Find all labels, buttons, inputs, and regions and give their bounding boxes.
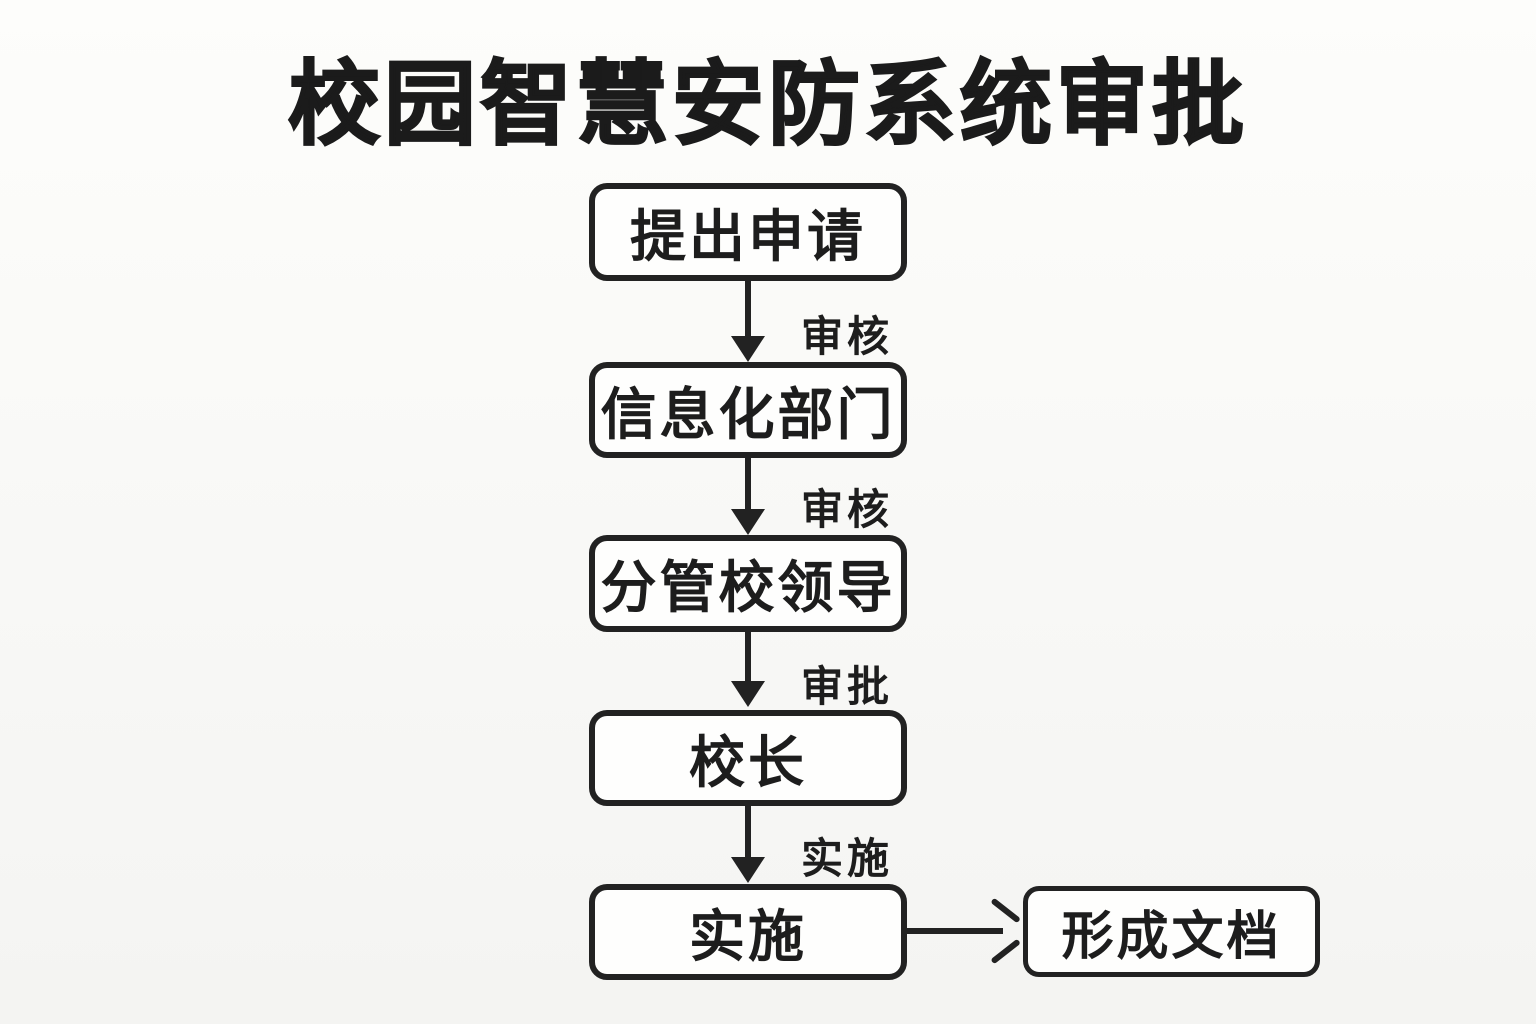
flow-node-document: 形成文档: [1023, 886, 1320, 977]
arrow-head-down-1: [731, 336, 765, 362]
flow-node-label: 校长: [689, 730, 807, 794]
edge-label-approve: 审批: [801, 663, 894, 710]
edge-label-review-1: 审核: [801, 313, 894, 360]
flow-node-it-department: 信息化部门: [589, 362, 907, 458]
flow-node-label: 信息化部门: [600, 382, 896, 446]
flow-node-label: 分管校领导: [600, 556, 896, 619]
edge-label-implement: 实施: [801, 835, 894, 882]
arrow-head-down-4: [731, 857, 765, 883]
flow-node-principal: 校长: [589, 710, 907, 806]
arrow-head-right-upper-stroke: [990, 897, 1021, 924]
arrow-line-down-1: [745, 281, 751, 339]
arrow-line-right: [907, 928, 1003, 934]
flow-node-vice-leader: 分管校领导: [589, 535, 907, 632]
arrow-line-down-4: [745, 806, 751, 860]
flow-node-apply: 提出申请: [589, 183, 907, 281]
arrow-line-down-2: [745, 458, 751, 512]
arrow-head-down-3: [731, 681, 765, 707]
flow-node-label: 提出申请: [630, 204, 866, 268]
arrow-head-right: [985, 897, 1021, 965]
flow-node-implement: 实施: [589, 884, 907, 980]
arrow-line-down-3: [745, 632, 751, 684]
arrow-head-down-2: [731, 509, 765, 535]
arrow-head-right-lower-stroke: [990, 938, 1021, 965]
flow-node-label: 形成文档: [1061, 908, 1282, 966]
edge-label-review-2: 审核: [801, 486, 894, 533]
diagram-title: 校园智慧安防系统审批: [287, 53, 1248, 157]
flow-node-label: 实施: [689, 904, 807, 968]
